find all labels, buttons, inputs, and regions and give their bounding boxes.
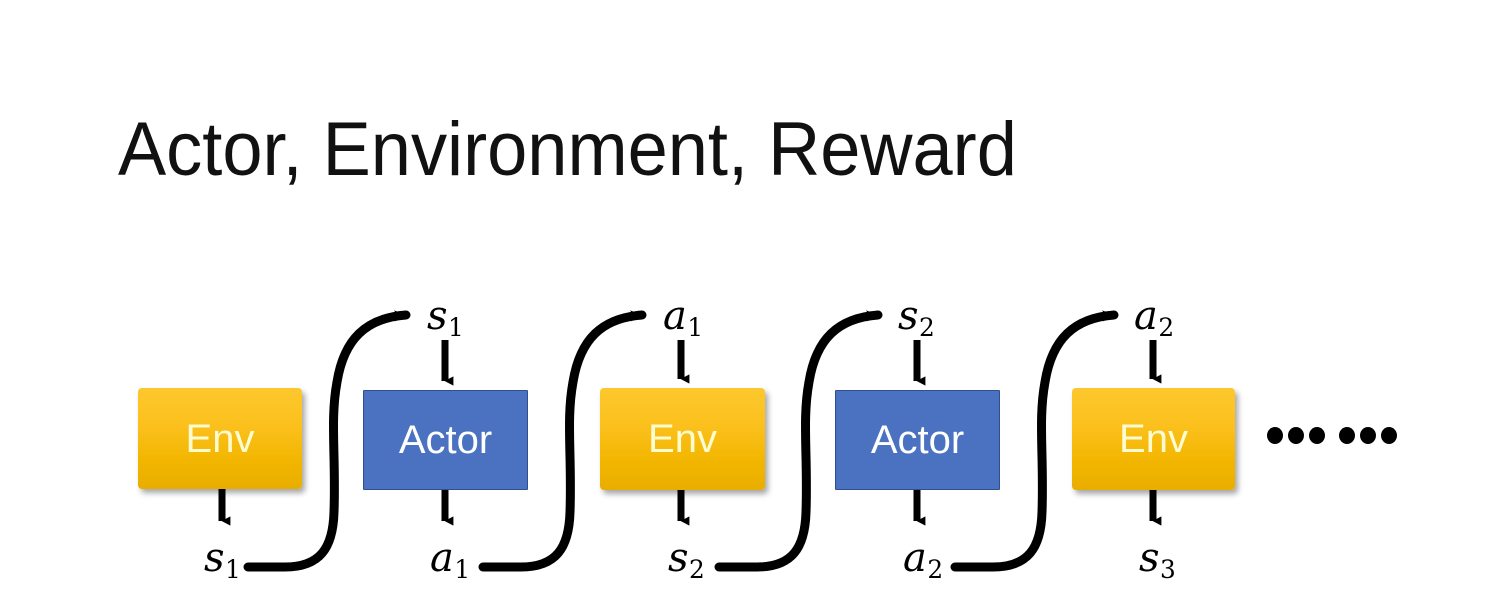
node-actor-1[interactable]: Actor [363,390,528,490]
feedback-curves [243,310,1119,572]
label-state-s3-bottom: s3 [1139,535,1176,582]
label-action-a2-bottom: a2 [903,535,943,582]
label-base: a [430,535,454,581]
label-subscript: 2 [689,555,705,585]
label-subscript: 1 [225,555,241,585]
ellipsis-dot [1309,427,1325,444]
label-base: s [898,293,919,339]
label-subscript: 2 [919,313,935,343]
curve-s2-to-top [714,310,883,572]
page-title: Actor, Environment, Reward [118,107,1017,192]
node-env-2[interactable]: Env [600,388,765,490]
label-base: s [204,535,225,581]
label-base: a [1134,293,1158,339]
label-subscript: 3 [1160,555,1176,585]
label-state-s1-top: s1 [427,293,464,340]
ellipsis-dot [1267,427,1283,444]
ellipsis-dot [1381,427,1397,444]
label-subscript: 1 [448,313,464,343]
node-label: Env [185,416,255,461]
curve-a1-to-top [478,310,647,572]
ellipsis-dot [1360,427,1376,444]
label-action-a1-top: a1 [663,293,703,340]
label-subscript: 1 [687,313,704,343]
curve-a2-to-top [950,310,1119,572]
ellipsis-dot [1339,427,1355,444]
label-state-s2-bottom: s2 [668,535,705,582]
label-action-a1-bottom: a1 [430,535,470,582]
curve-s1-to-top [243,310,411,572]
continuation-ellipsis-icon [1267,427,1397,444]
label-base: a [903,535,927,581]
arrows-out-of-boxes [218,489,1162,526]
node-label: Actor [398,418,493,462]
label-action-a2-top: a2 [1134,293,1174,340]
label-base: s [427,293,448,339]
label-base: s [1139,535,1160,581]
node-actor-2[interactable]: Actor [835,390,1000,490]
arrows-into-boxes [441,340,1162,386]
label-subscript: 2 [927,555,944,585]
label-state-s1-bottom: s1 [204,535,241,582]
label-state-s2-top: s2 [898,293,935,340]
ellipsis-dot [1288,427,1304,444]
label-subscript: 1 [454,555,471,585]
node-env-3[interactable]: Env [1072,388,1235,490]
node-label: Actor [870,418,965,462]
node-env-1[interactable]: Env [138,388,302,489]
label-subscript: 2 [1158,313,1175,343]
label-base: s [668,535,689,581]
node-label: Env [1119,417,1188,461]
label-base: a [663,293,687,339]
node-label: Env [648,417,717,461]
